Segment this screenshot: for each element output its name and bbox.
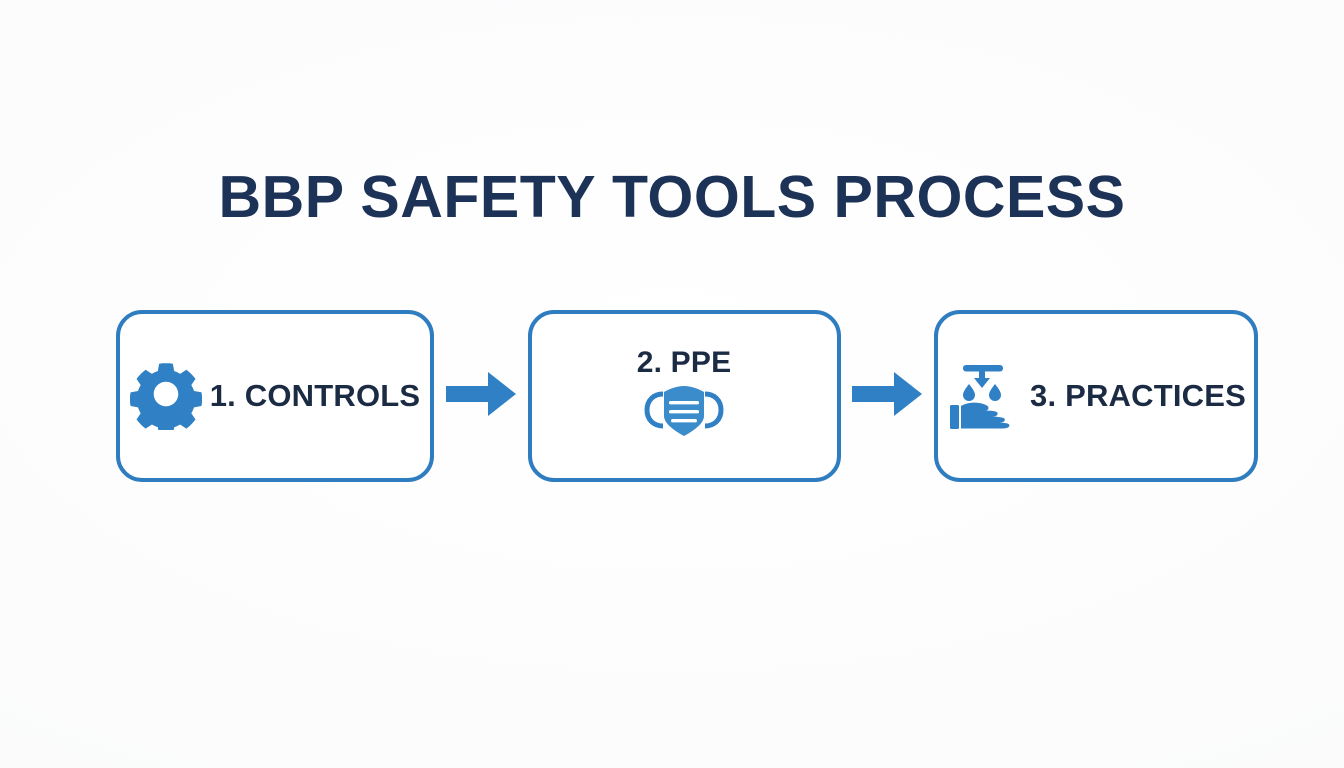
step-1-content: 1. CONTROLS bbox=[129, 358, 421, 435]
page-title: BBP SAFETY TOOLS PROCESS bbox=[218, 164, 1126, 230]
connector-arrow-1-wrap bbox=[434, 369, 528, 424]
step-3-label: 3. PRACTICES bbox=[1030, 377, 1246, 413]
step-1-label: 1. CONTROLS bbox=[209, 377, 421, 413]
step-2-content: 2. PPE bbox=[637, 347, 732, 446]
arrow-right-icon bbox=[445, 369, 516, 424]
step-3-content: 3. PRACTICES bbox=[946, 356, 1246, 437]
face-mask-icon bbox=[638, 382, 730, 445]
handwashing-icon bbox=[946, 356, 1022, 437]
process-step-3-practices[interactable]: 3. PRACTICES bbox=[934, 310, 1258, 482]
process-step-2-ppe[interactable]: 2. PPE bbox=[527, 310, 841, 482]
process-flow: 1. CONTROLS 2. PPE bbox=[116, 310, 1258, 482]
gear-icon bbox=[129, 358, 202, 435]
process-step-1-controls[interactable]: 1. CONTROLS bbox=[116, 310, 434, 482]
arrow-right-icon bbox=[852, 369, 923, 424]
step-2-label: 2. PPE bbox=[636, 345, 732, 379]
connector-arrow-2-wrap bbox=[841, 369, 935, 424]
